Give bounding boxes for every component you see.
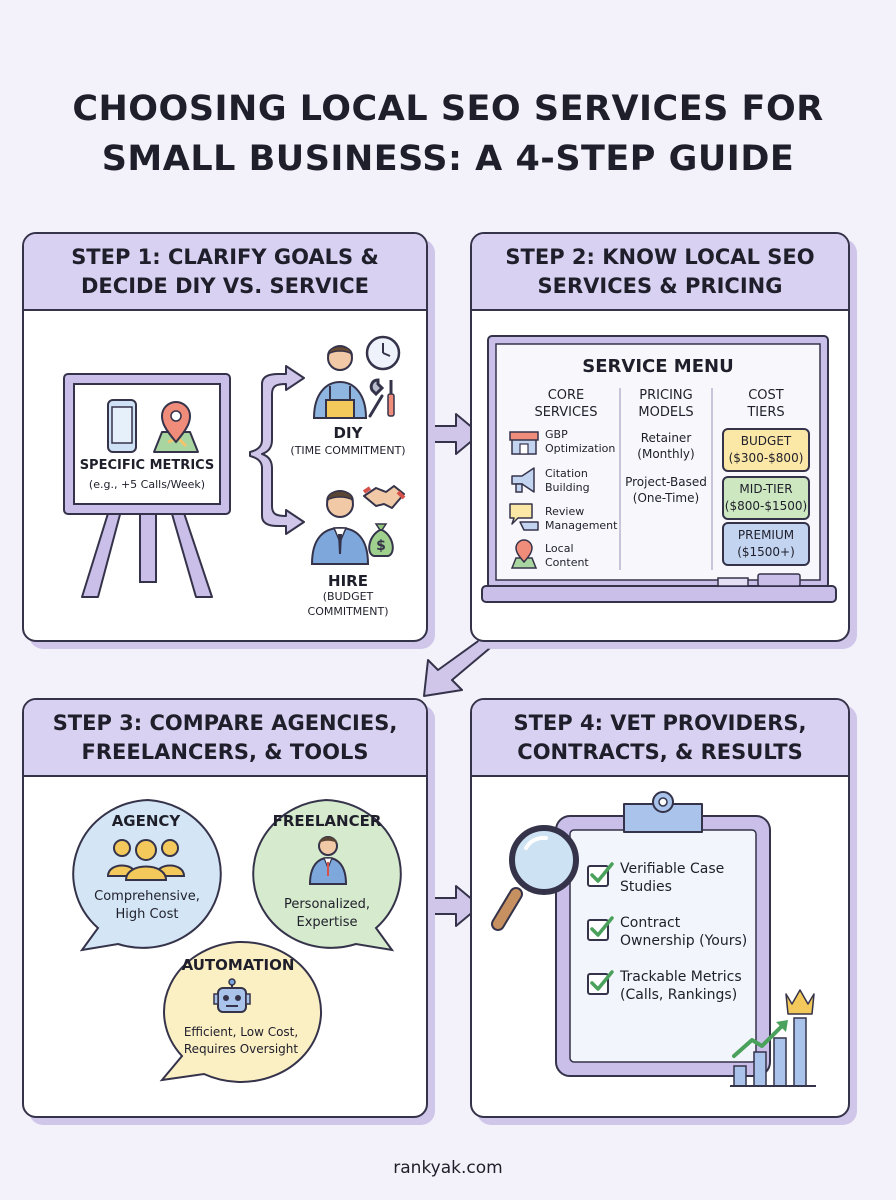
title-line-2: SMALL BUSINESS: A 4-STEP GUIDE xyxy=(101,139,795,179)
flow-arrow-step2-to-step3 xyxy=(423,633,497,697)
tier-mid: MID-TIER ($800-$1500) xyxy=(722,476,810,520)
service-item-local-content: Local Content xyxy=(545,542,589,569)
checkbox-icon-1 xyxy=(587,862,614,887)
step1-panel: STEP 1: CLARIFY GOALS & DECIDE DIY VS. S… xyxy=(22,232,428,642)
hire-sublabel-2: COMMITMENT) xyxy=(307,605,389,618)
handshake-icon xyxy=(362,485,406,509)
branch-arrows-icon xyxy=(249,365,305,535)
specific-metrics-label: SPECIFIC METRICS xyxy=(79,458,215,473)
diy-worker-icon xyxy=(312,345,368,419)
service-menu-title: SERVICE MENU xyxy=(582,356,734,377)
service-item-gbp: GBP Optimization xyxy=(545,428,616,455)
storefront-icon xyxy=(509,431,539,455)
money-bag-icon: $ xyxy=(368,523,394,557)
tier-premium: PREMIUM ($1500+) xyxy=(722,522,810,566)
pricing-retainer: Retainer (Monthly) xyxy=(637,431,695,461)
check-trackable-metrics: Trackable Metrics (Calls, Rankings) xyxy=(620,969,742,1003)
chat-bubbles-icon xyxy=(509,503,539,531)
clipboard-icon xyxy=(555,791,771,1077)
map-pin-icon xyxy=(153,401,199,453)
checkbox-icon-3 xyxy=(587,970,614,995)
col-tiers-header-2: TIERS xyxy=(747,405,785,420)
freelancer-title: FREELANCER xyxy=(272,812,382,830)
footer-website: rankyak.com xyxy=(393,1158,503,1178)
map-pin-small-icon xyxy=(510,539,538,569)
pricing-project-based: Project-Based (One-Time) xyxy=(625,475,707,505)
flow-arrow-step3-to-step4 xyxy=(425,885,481,927)
agency-desc: Comprehensive, High Cost xyxy=(94,889,200,922)
check-case-studies: Verifiable Case Studies xyxy=(620,861,725,895)
magnifying-glass-icon xyxy=(491,825,579,931)
growth-chart-icon xyxy=(730,989,816,1087)
clock-icon xyxy=(365,335,401,371)
agency-title: AGENCY xyxy=(111,812,181,830)
service-item-citation: Citation Building xyxy=(545,467,590,494)
service-item-review: Review Management xyxy=(545,505,618,532)
robot-icon xyxy=(213,978,251,1013)
megaphone-icon xyxy=(511,467,535,493)
automation-desc: Efficient, Low Cost, Requires Oversight xyxy=(183,1025,299,1056)
col-core-header-2: SERVICES xyxy=(534,405,598,420)
freelancer-person-icon xyxy=(308,836,348,885)
step4-heading: STEP 4: VET PROVIDERS, CONTRACTS, & RESU… xyxy=(472,700,848,777)
col-core-header-1: CORE xyxy=(547,388,585,403)
checkbox-icon-2 xyxy=(587,916,614,941)
specific-metrics-example: (e.g., +5 Calls/Week) xyxy=(88,478,206,491)
col-pricing-header-1: PRICING xyxy=(639,388,693,403)
tier-budget: BUDGET ($300-$800) xyxy=(722,428,810,472)
automation-title: AUTOMATION xyxy=(181,956,295,974)
tools-icon xyxy=(368,378,395,418)
flow-arrow-step1-to-step2 xyxy=(425,413,481,455)
smartphone-icon xyxy=(107,399,137,453)
hire-businessman-icon xyxy=(310,490,370,565)
hire-sublabel-1: (BUDGET xyxy=(322,590,374,603)
group-people-icon xyxy=(106,839,186,881)
col-tiers-header-1: COST xyxy=(748,388,784,403)
check-contract-ownership: Contract Ownership (Yours) xyxy=(620,915,748,949)
step2-heading: STEP 2: KNOW LOCAL SEO SERVICES & PRICIN… xyxy=(472,234,848,311)
freelancer-desc: Personalized, Expertise xyxy=(283,897,371,930)
svg-text:$: $ xyxy=(376,538,386,554)
step4-panel: STEP 4: VET PROVIDERS, CONTRACTS, & RESU… xyxy=(470,698,850,1118)
diy-sublabel: (TIME COMMITMENT) xyxy=(290,444,406,457)
step3-heading: STEP 3: COMPARE AGENCIES, FREELANCERS, &… xyxy=(24,700,426,777)
title-line-1: CHOOSING LOCAL SEO SERVICES FOR xyxy=(72,89,824,129)
page-title: CHOOSING LOCAL SEO SERVICES FOR SMALL BU… xyxy=(0,84,896,184)
col-pricing-header-2: MODELS xyxy=(638,405,694,420)
diy-label: DIY xyxy=(333,424,363,442)
hire-label: HIRE xyxy=(328,572,368,590)
step1-heading: STEP 1: CLARIFY GOALS & DECIDE DIY VS. S… xyxy=(24,234,426,311)
